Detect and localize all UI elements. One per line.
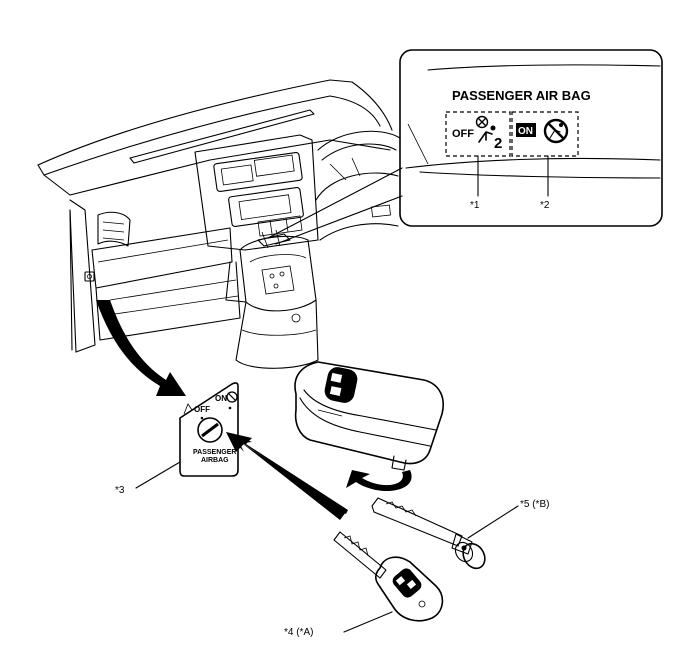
inset-frame — [399, 49, 663, 227]
insert-key-arrow — [226, 432, 346, 520]
callout-5-leader — [467, 505, 519, 539]
switch-label-line1: PASSENGER — [193, 449, 236, 456]
airbag-on-icon — [543, 118, 569, 144]
airbag-off-icon — [475, 115, 496, 143]
switch-label-line2: AIRBAG — [201, 457, 229, 464]
inset-title: PASSENGER AIR BAG — [452, 88, 591, 103]
curved-arrow — [96, 300, 186, 396]
inset-panel-edge — [405, 157, 661, 169]
inset-off-text: OFF — [452, 128, 474, 140]
on-badge — [516, 123, 536, 137]
callout-3-leader — [135, 461, 181, 489]
switch-off-seat-icon — [183, 403, 193, 415]
inset-on-text: ON — [518, 126, 533, 137]
dashboard-illustration — [37, 79, 403, 369]
switch-on-airbag-icon — [226, 391, 238, 403]
on-indicator-box — [511, 111, 579, 157]
switch-off-text: OFF — [194, 405, 210, 414]
airbag-switch-panel: OFF ON PASSENGER AIRBAG — [179, 382, 239, 477]
switch-on-text: ON — [215, 394, 227, 403]
callout-4-leader — [343, 611, 393, 633]
callout-1: *1 — [470, 200, 480, 211]
curl-arrow — [346, 470, 412, 492]
callout-3: *3 — [115, 485, 125, 496]
mechanical-key — [371, 497, 486, 570]
inset-off-sub: 2 — [494, 135, 502, 152]
callout-5: *5 (*B) — [520, 499, 549, 510]
inset-panel: PASSENGER AIR BAG OFF 2 ON *1 *2 — [399, 49, 663, 227]
remote-key — [333, 531, 444, 622]
smart-key — [294, 361, 444, 471]
callout-4: *4 (*A) — [284, 627, 313, 638]
key-slot-dial — [197, 417, 223, 443]
callout-2: *2 — [540, 200, 550, 211]
